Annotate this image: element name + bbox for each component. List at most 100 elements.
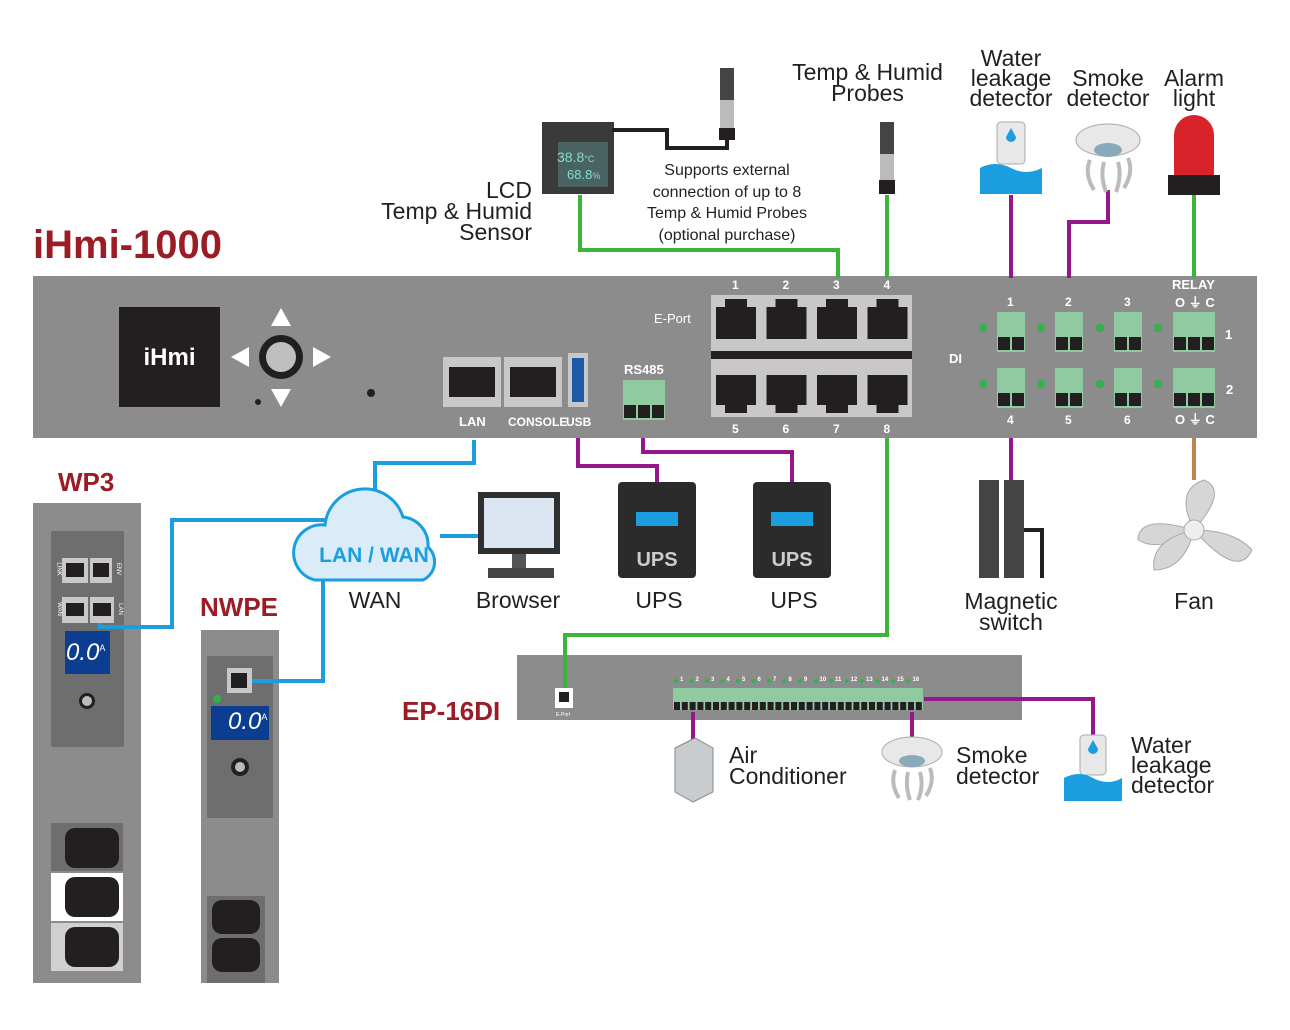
eport-8[interactable]	[867, 375, 908, 405]
water-leakage-label: Water leakage detector	[969, 45, 1053, 111]
nwpe-reading-value: 0.0	[228, 708, 262, 735]
wp3-env-label: ENV	[115, 562, 122, 576]
di-channel-number: 8	[788, 677, 792, 683]
ups-device-icon	[618, 482, 696, 578]
rs485-terminal[interactable]	[623, 380, 665, 420]
wp3-title: WP3	[58, 467, 115, 497]
di-channel-led	[891, 679, 895, 683]
di-channel-led	[689, 679, 694, 683]
smoke-detector-icon	[881, 736, 943, 801]
di-channel-led	[736, 679, 740, 683]
di-number: 4	[1007, 413, 1014, 427]
browser-monitor-icon	[478, 492, 560, 578]
eport-7[interactable]	[817, 375, 857, 405]
temp-humid-probe-icon	[879, 122, 895, 194]
fan-label: Fan	[1174, 588, 1214, 614]
di-channel-led	[782, 679, 787, 683]
eport-number: 1	[732, 278, 739, 292]
wp3-unit: A	[99, 643, 106, 653]
di-channel-number: 11	[835, 677, 842, 683]
line-cloud-nwpe	[245, 575, 325, 683]
line-smoke-to-di2	[1067, 190, 1110, 278]
eport-5[interactable]	[716, 375, 756, 405]
smoke-detector-label: Smoke detector	[1066, 65, 1150, 111]
di-channel-number: 9	[804, 677, 808, 683]
lcd-humid-value: 68.8	[567, 167, 593, 182]
line-lan-cloud	[373, 440, 476, 495]
probe-cable	[612, 128, 729, 150]
di-channel-led	[705, 679, 709, 683]
alarm-light-label: Alarm light	[1163, 65, 1225, 111]
ups1-face-label: UPS	[636, 549, 678, 571]
eport-3[interactable]	[817, 307, 857, 339]
eport-number: 2	[782, 278, 790, 292]
di-led	[1037, 324, 1045, 332]
di-channel-led	[751, 679, 756, 683]
di-channel-number: 1	[680, 677, 684, 683]
ep16di-panel	[517, 655, 1022, 720]
air-conditioner-icon	[674, 737, 714, 803]
eport-4[interactable]	[867, 307, 908, 339]
wp3-wan-label: WAN	[55, 602, 62, 616]
eport-2[interactable]	[766, 307, 807, 339]
wp3-reading-value: 0.0	[66, 639, 100, 666]
air-conditioner-label: Air Conditioner	[729, 742, 847, 789]
temp-humid-probe-icon	[719, 68, 735, 140]
line-eport8-to-ep16di	[563, 438, 889, 690]
relay-led	[1154, 324, 1162, 332]
ihmi-screen	[119, 307, 220, 407]
cloud-label: LAN / WAN	[319, 544, 429, 567]
console-label: CONSOLE	[508, 415, 568, 429]
lcd-humid-unit: %	[592, 171, 601, 181]
probes-label: Temp & Humid Probes	[792, 59, 943, 106]
di-channel-number: 7	[773, 677, 777, 683]
eport-1[interactable]	[716, 307, 756, 339]
di-channel-number: 5	[742, 677, 746, 683]
di-channel-number: 3	[711, 677, 715, 683]
nwpe-outlets	[207, 896, 265, 983]
nwpe-unit: A	[261, 712, 268, 722]
ep16di-terminal-strip[interactable]	[673, 688, 923, 710]
di-channel-number: 14	[881, 677, 889, 683]
di-channel-led	[767, 679, 771, 683]
wp3-display	[65, 631, 110, 674]
eport-number: 4	[883, 278, 891, 292]
di-led	[979, 380, 987, 388]
usb-label: USB	[566, 415, 592, 429]
di-number: 6	[1124, 413, 1131, 427]
wp3-outlets	[51, 823, 123, 971]
lcd-humid-readout: 68.8%	[567, 168, 600, 181]
relay-1-label: 1	[1225, 327, 1233, 342]
water-leakage-detector-icon	[1064, 734, 1122, 801]
eport-6[interactable]	[766, 375, 807, 405]
lcd-temp-value: 38.8	[557, 149, 585, 165]
di-channel-led	[720, 679, 725, 683]
eport-number: 6	[782, 422, 790, 436]
di-channel-led	[844, 679, 849, 683]
di-number: 1	[1007, 295, 1014, 309]
nwpe-reading: 0.0A	[228, 710, 267, 734]
wp3-reading: 0.0A	[66, 641, 105, 665]
di-channel-led	[875, 679, 880, 683]
arrow-up-icon[interactable]	[271, 308, 291, 326]
eport-divider	[711, 351, 912, 359]
ups1-label: UPS	[635, 587, 683, 613]
wan-label: WAN	[348, 587, 402, 613]
magnetic-switch-label: Magnetic switch	[964, 588, 1058, 635]
di-channel-number: 2	[695, 677, 699, 683]
eport-label: E-Port	[654, 311, 691, 326]
nwpe-display	[211, 706, 269, 740]
fan-icon	[1137, 479, 1253, 571]
di-channel-led	[906, 679, 911, 683]
eport-number: 5	[732, 422, 739, 436]
eport-number: 8	[883, 422, 891, 436]
arrow-left-icon[interactable]	[231, 347, 249, 367]
di-channel-number: 12	[850, 677, 858, 683]
di-led	[1096, 324, 1104, 332]
joystick-center[interactable]	[266, 342, 296, 372]
arrow-right-icon[interactable]	[313, 347, 331, 367]
di-number: 3	[1124, 295, 1131, 309]
di-channel-led	[798, 679, 802, 683]
arrow-down-icon[interactable]	[271, 389, 291, 407]
